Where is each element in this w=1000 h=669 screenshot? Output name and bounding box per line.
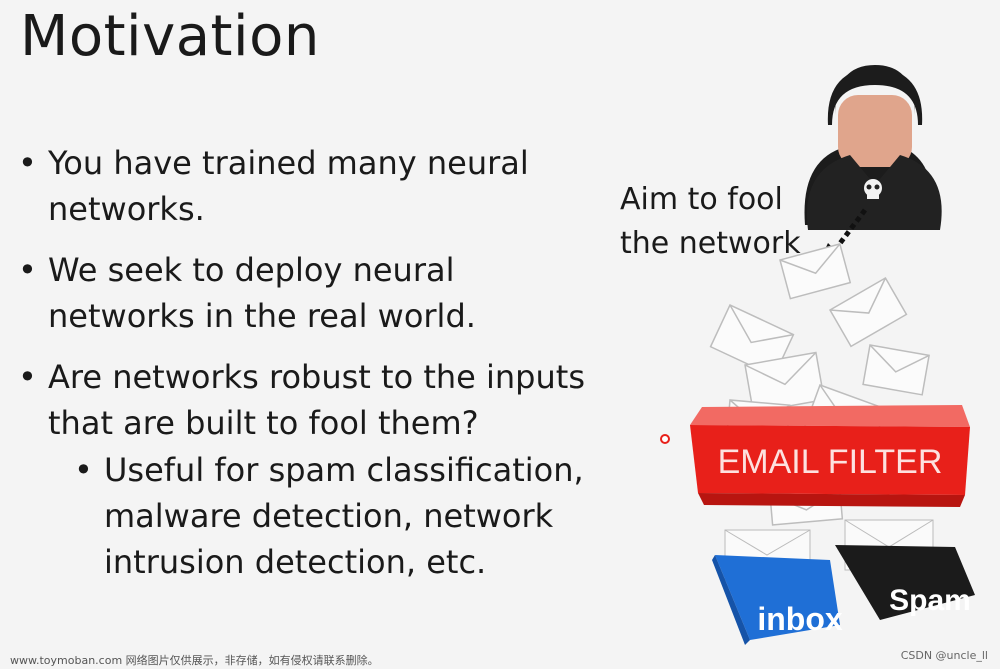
bullet-text: networks. (48, 190, 205, 228)
filter-label: EMAIL FILTER (718, 443, 943, 481)
bullet-dot: • (18, 358, 37, 396)
sub-bullet-text: Useful for spam classification, (104, 451, 584, 489)
bullet-text: Are networks robust to the inputs (48, 358, 585, 396)
bullet-item: • We seek to deploy neural networks in t… (18, 247, 633, 339)
bullet-dot: • (18, 251, 37, 289)
email-filter-illustration: EMAIL FILTER inbox Spam (660, 65, 975, 645)
caption-line: the network (620, 226, 801, 261)
credit: CSDN @uncle_ll (900, 649, 988, 662)
sub-bullet-text: intrusion detection, etc. (104, 543, 487, 581)
spam-label: Spam (889, 584, 971, 617)
bullet-list: • You have trained many neural networks.… (18, 140, 633, 585)
bullet-text: networks in the real world. (48, 297, 476, 335)
bullet-text: that are built to fool them? (48, 404, 479, 442)
bullet-dot: • (18, 144, 37, 182)
bullet-item: • Are networks robust to the inputs that… (18, 354, 633, 446)
inbox-label: inbox (757, 601, 843, 637)
spam-tray: Spam (835, 519, 975, 620)
sub-bullet-item: • Useful for spam classification, malwar… (74, 447, 633, 585)
email-filter-box: EMAIL FILTER (660, 405, 970, 507)
sub-bullet-text: malware detection, network (104, 497, 554, 535)
bullet-text: You have trained many neural (48, 144, 529, 182)
bullet-item: • You have trained many neural networks. (18, 140, 633, 232)
inbox-tray: inbox (712, 529, 843, 645)
watermark: www.toymoban.com 网络图片仅供展示，非存储，如有侵权请联系删除。 (10, 654, 379, 667)
slide-title: Motivation (20, 4, 320, 69)
caption-line: Aim to fool (620, 182, 783, 217)
bullet-text: We seek to deploy neural (48, 251, 455, 289)
skull-icon (864, 179, 882, 199)
hacker-icon (804, 65, 942, 230)
bullet-dot: • (74, 451, 93, 489)
illustration-caption: Aim to fool the network (620, 178, 801, 266)
